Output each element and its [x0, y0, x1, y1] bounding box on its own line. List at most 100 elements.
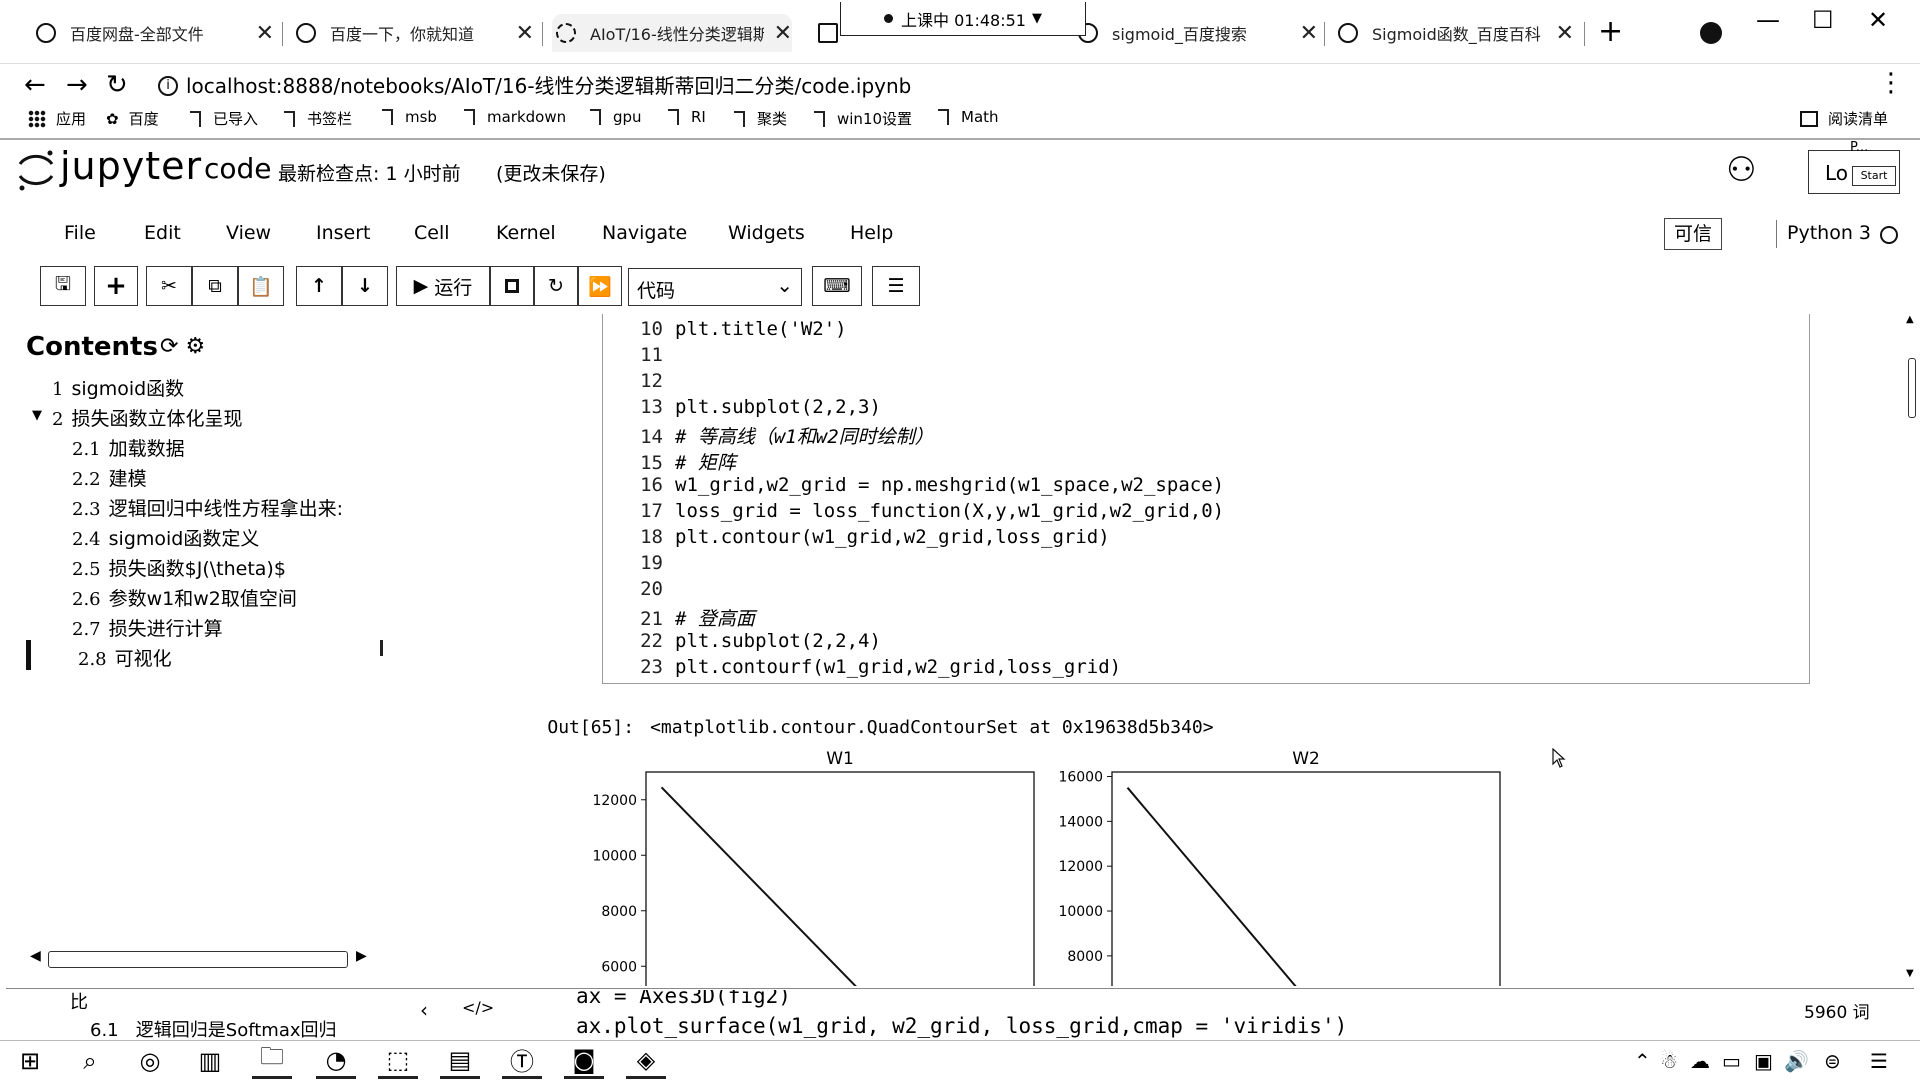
url-field[interactable]: localhost:8888/notebooks/AIoT/16-线性分类逻辑斯…: [186, 74, 912, 98]
display-tray-icon[interactable]: ▭: [1722, 1049, 1741, 1073]
menu-help[interactable]: Help: [850, 222, 894, 244]
close-icon[interactable]: ✕: [255, 20, 274, 46]
tab-hidden[interactable]: [818, 14, 1066, 52]
tab-sigmoid-search[interactable]: sigmoid_百度搜索 ✕: [1078, 14, 1318, 52]
collapse-caret-icon[interactable]: ▼: [32, 408, 42, 423]
bookmark-msb[interactable]: msb: [382, 108, 437, 126]
bookmark-cluster[interactable]: 聚类: [734, 108, 787, 129]
presentation-icon[interactable]: ▤: [440, 1043, 480, 1079]
close-icon[interactable]: ✕: [1555, 20, 1574, 46]
menu-edit[interactable]: Edit: [144, 222, 181, 244]
file-explorer-icon[interactable]: 🗀: [252, 1042, 292, 1079]
qq-tray-icon[interactable]: ☃: [1660, 1049, 1678, 1073]
screen-tool-icon[interactable]: ⬚: [378, 1043, 418, 1079]
tab-baidu-home[interactable]: 百度一下，你就知道 ✕: [296, 14, 534, 52]
cut-button[interactable]: ✂: [146, 266, 192, 306]
jupyter-brand[interactable]: jupyter: [60, 144, 203, 188]
menu-cell[interactable]: Cell: [414, 222, 450, 244]
cloud-tray-icon[interactable]: ☁: [1690, 1049, 1710, 1073]
insert-cell-button[interactable]: +: [94, 266, 138, 306]
reading-list[interactable]: 阅读清单: [1800, 108, 1888, 129]
volume-icon[interactable]: 🔊: [1784, 1049, 1809, 1073]
notification-icon[interactable]: ☰: [1870, 1049, 1888, 1073]
scroll-thumb[interactable]: [48, 951, 348, 968]
tab-baidu-pan[interactable]: 百度网盘-全部文件 ✕: [36, 14, 274, 52]
back-icon[interactable]: ←: [24, 70, 46, 100]
maximize-icon[interactable]: ☐: [1812, 6, 1834, 34]
notebook-name[interactable]: code: [204, 152, 272, 185]
scroll-right-icon[interactable]: ▶: [356, 948, 367, 964]
reload-icon[interactable]: ↻: [106, 70, 128, 100]
bookmark-gpu[interactable]: gpu: [590, 108, 642, 126]
code-line[interactable]: 19: [603, 552, 675, 578]
search-icon[interactable]: ⌕: [83, 1047, 97, 1075]
start-button[interactable]: Start: [1852, 166, 1896, 186]
bookmark-apps[interactable]: 应用: [28, 108, 86, 129]
code-view-icon[interactable]: </>: [462, 998, 495, 1017]
ime-icon[interactable]: ⊜: [1824, 1049, 1841, 1073]
bookmark-baidu[interactable]: ✿百度: [106, 109, 159, 129]
task-view-icon[interactable]: ▥: [198, 1047, 222, 1075]
game-app-icon[interactable]: ◈: [626, 1043, 666, 1079]
code-line[interactable]: 21# 登高面: [603, 604, 755, 630]
restart-run-all-button[interactable]: ⏩: [578, 266, 622, 306]
bookmark-ri[interactable]: RI: [668, 108, 706, 126]
bookmark-bar-folder[interactable]: 书签栏: [284, 108, 352, 129]
bookmark-math[interactable]: Math: [938, 108, 999, 126]
cell-type-select[interactable]: 代码 ⌄: [628, 268, 802, 306]
gear-icon[interactable]: ⚙: [185, 334, 206, 359]
menu-file[interactable]: File: [64, 222, 96, 244]
toc-horizontal-scrollbar[interactable]: ◀ ▶: [30, 948, 367, 970]
bookmark-imported[interactable]: 已导入: [190, 108, 258, 129]
window-close-icon[interactable]: ✕: [1868, 6, 1889, 34]
typora-icon[interactable]: Ⓣ: [502, 1043, 542, 1079]
close-icon[interactable]: ✕: [1299, 20, 1318, 46]
paste-button[interactable]: 📋: [238, 266, 284, 306]
close-icon[interactable]: ✕: [773, 20, 792, 46]
move-down-button[interactable]: ↓: [342, 266, 388, 306]
tab-search-icon[interactable]: [1700, 22, 1722, 44]
restart-button[interactable]: ↻: [534, 266, 578, 306]
toc-toggle-button[interactable]: ☰: [872, 266, 920, 306]
code-line[interactable]: 12: [603, 370, 675, 396]
code-line[interactable]: 14# 等高线（w1和w2同时绘制）: [603, 422, 934, 448]
command-palette-button[interactable]: ⌨: [812, 266, 862, 306]
camera-app-icon[interactable]: ◙: [564, 1043, 604, 1079]
run-button[interactable]: ▶ 运行: [396, 266, 490, 306]
menu-widgets[interactable]: Widgets: [728, 222, 805, 244]
logout-button[interactable]: Lo: [1808, 150, 1900, 194]
network-tray-icon[interactable]: ▣: [1754, 1049, 1773, 1073]
copy-button[interactable]: ⧉: [192, 266, 238, 306]
chevron-down-icon[interactable]: ▼: [1031, 11, 1042, 26]
scroll-thumb[interactable]: [1908, 358, 1916, 418]
scroll-up-icon[interactable]: ▲: [1906, 314, 1914, 325]
bookmark-markdown[interactable]: markdown: [464, 108, 566, 126]
new-tab-button[interactable]: +: [1598, 14, 1624, 49]
menu-view[interactable]: View: [226, 222, 272, 244]
browser-menu-icon[interactable]: ⋮: [1878, 68, 1904, 98]
refresh-icon[interactable]: ⟳: [160, 334, 179, 359]
scroll-left-icon[interactable]: ◀: [30, 948, 41, 964]
trusted-badge[interactable]: 可信: [1664, 218, 1722, 250]
minimize-icon[interactable]: —: [1756, 6, 1780, 34]
forward-icon[interactable]: →: [66, 70, 88, 100]
menu-navigate[interactable]: Navigate: [602, 222, 688, 244]
collapse-left-icon[interactable]: ‹: [420, 998, 428, 1022]
move-up-button[interactable]: ↑: [296, 266, 342, 306]
